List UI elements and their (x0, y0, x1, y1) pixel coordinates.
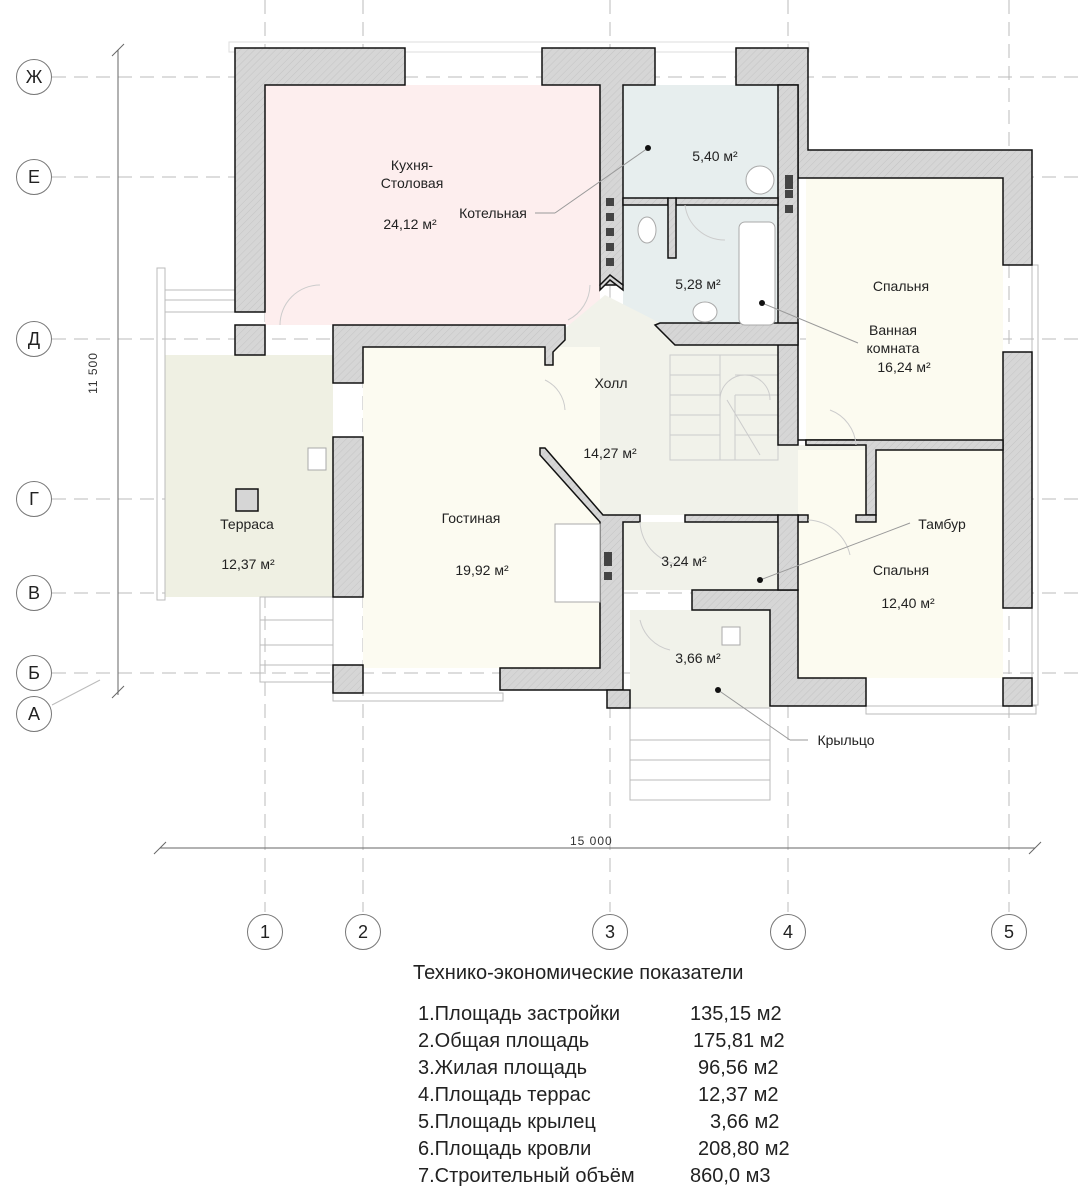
vestibule-fill (623, 522, 778, 590)
indicator-value: 135,15 м2 (690, 1003, 782, 1025)
indicator-name: 1.Площадь застройки (418, 1003, 621, 1025)
railings (156, 264, 1039, 801)
axis-row-e: Е (16, 159, 52, 195)
indicator-value: 175,81 м2 (693, 1030, 785, 1052)
room-bedroom1-area: 16,24 м² (877, 359, 931, 375)
walls (234, 47, 1033, 709)
living-fill (363, 347, 600, 668)
indicator-value: 12,37 м2 (698, 1084, 779, 1106)
indicator-name: 4.Площадь террас (418, 1084, 591, 1106)
door-swings (279, 204, 857, 651)
indicator-name: 6.Площадь кровли (418, 1138, 592, 1160)
room-boiler-area: 5,40 м² (692, 148, 738, 164)
axis-col-2: 2 (345, 914, 381, 950)
axis-col-4: 4 (770, 914, 806, 950)
indicator-row: 6.Площадь кровли 208,80 м2 (413, 1136, 790, 1163)
vent-ducts (604, 175, 793, 580)
width-dimension: 15 000 (570, 834, 613, 848)
axis-col-3: 3 (592, 914, 628, 950)
boiler-icon (745, 165, 775, 195)
bathtub-icon (738, 221, 776, 326)
room-kitchen-name: Кухня-Столовая (380, 157, 444, 191)
tap-icon (307, 447, 327, 471)
leader-lines (535, 147, 911, 741)
staircase (669, 354, 779, 461)
room-bedroom1-name: Спальня (872, 278, 930, 294)
room-hall-area: 14,27 м² (583, 445, 637, 461)
floor-plan (51, 0, 1085, 912)
sink-icon (692, 301, 718, 323)
room-terrace-name: Терраса (220, 516, 274, 532)
indicator-name: 5.Площадь крылец (418, 1111, 596, 1133)
indicator-row: 7.Строительный объём 860,0 м3 (413, 1163, 790, 1190)
technical-indicators: Технико-экономические показатели 1.Площа… (413, 962, 790, 1190)
room-vestibule-name: Тамбур (918, 516, 966, 532)
axis-col-1: 1 (247, 914, 283, 950)
indicator-name: 3.Жилая площадь (418, 1057, 588, 1079)
axis-col-5: 5 (991, 914, 1027, 950)
leader-dots (645, 145, 765, 693)
terrace-fill (165, 355, 333, 597)
tap-icon (721, 626, 741, 646)
indicator-row: 1.Площадь застройки 135,15 м2 (413, 1001, 790, 1028)
room-bath-area: 5,28 м² (675, 276, 721, 292)
axis-row-d: Д (16, 321, 52, 357)
indicator-value: 3,66 м2 (710, 1111, 780, 1133)
room-vestibule-area: 3,24 м² (661, 553, 707, 569)
room-bedroom2-name: Спальня (872, 562, 930, 578)
room-hall-name: Холл (594, 375, 628, 391)
indicator-row: 3.Жилая площадь 96,56 м2 (413, 1055, 790, 1082)
indicator-value: 208,80 м2 (698, 1138, 790, 1160)
fixtures (307, 165, 776, 646)
room-porch-name: Крыльцо (817, 732, 875, 748)
height-dimension: 11 500 (85, 352, 100, 394)
room-boiler-name: Котельная (459, 205, 527, 221)
indicator-name: 7.Строительный объём (418, 1165, 635, 1187)
indicators-title: Технико-экономические показатели (413, 962, 744, 984)
toilet-icon (637, 216, 657, 244)
axis-row-zh: Ж (16, 59, 52, 95)
room-terrace-area: 12,37 м² (221, 556, 275, 572)
indicator-name: 2.Общая площадь (418, 1030, 590, 1052)
room-living-name: Гостиная (441, 510, 501, 526)
indicator-row: 5.Площадь крылец 3,66 м2 (413, 1109, 790, 1136)
indicator-row: 2.Общая площадь 175,81 м2 (413, 1028, 790, 1055)
bedroom-bottom-fill (798, 450, 1003, 678)
indicator-value: 96,56 м2 (698, 1057, 779, 1079)
indicator-row: 4.Площадь террас 12,37 м2 (413, 1082, 790, 1109)
room-porch-area: 3,66 м² (675, 650, 721, 666)
axis-row-a: А (16, 696, 52, 732)
room-living-area: 19,92 м² (455, 562, 509, 578)
room-bedroom2-area: 12,40 м² (881, 595, 935, 611)
kitchen-fill (265, 85, 600, 325)
room-kitchen-area: 24,12 м² (383, 216, 437, 232)
terrace-column (235, 488, 259, 512)
porch-fill (630, 610, 770, 708)
axis-row-b: Б (16, 655, 52, 691)
indicator-value: 860,0 м3 (690, 1165, 771, 1187)
dimension-lines (111, 43, 1042, 855)
fireplace-icon (554, 523, 601, 603)
hall-fill (545, 295, 866, 515)
axis-row-v: В (16, 575, 52, 611)
bedroom-top-fill (806, 178, 1003, 440)
axis-row-g: Г (16, 481, 52, 517)
